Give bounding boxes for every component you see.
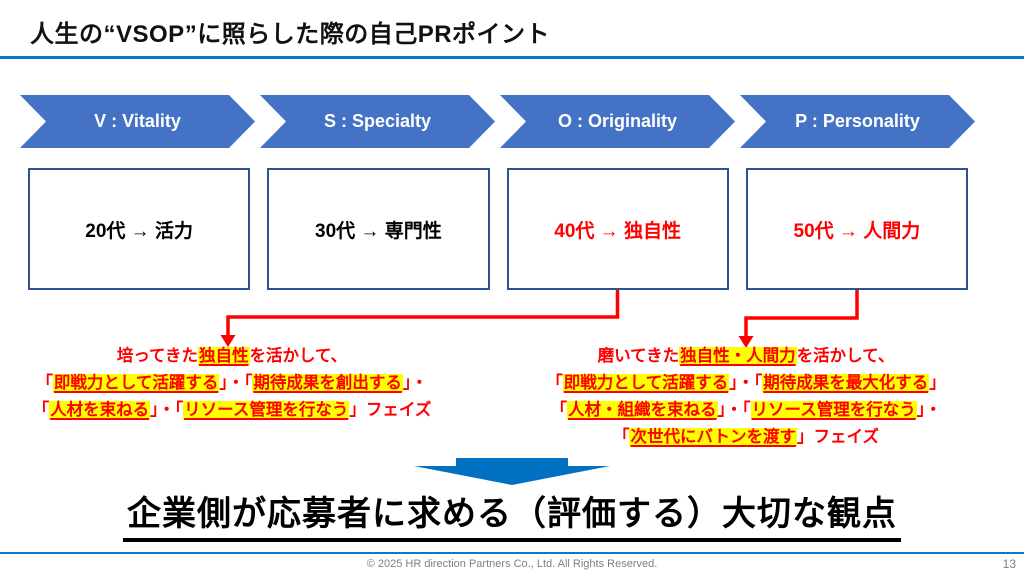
- footer-rule: [0, 552, 1024, 554]
- decade-box-row: 20代 → 活力 30代 → 専門性 40代 → 独自性 50代 → 人間力: [28, 168, 968, 290]
- chevron-personality-label: P : Personality: [795, 111, 920, 131]
- decade-box-40s: 40代 → 独自性: [506, 168, 729, 290]
- decade-box-50s-text: 50代 → 人間力: [793, 220, 921, 242]
- connector-arrow-left: [220, 290, 620, 347]
- decade-box-20s-text: 20代 → 活力: [85, 220, 193, 242]
- chevron-vitality: V : Vitality: [20, 95, 255, 148]
- decade-box-30s-text: 30代 → 専門性: [315, 220, 442, 242]
- chevron-originality-label: O : Originality: [557, 111, 677, 131]
- conclusion-title: 企業側が応募者に求める（評価する）大切な観点: [123, 486, 901, 542]
- callout-left: 培ってきた独自性を活かして、「即戦力として活躍する」・「期待成果を創出する」・「…: [32, 347, 432, 419]
- chevron-personality: P : Personality: [740, 95, 975, 148]
- decade-box-30s: 30代 → 専門性: [267, 168, 490, 290]
- page-title: 人生の“VSOP”に照らした際の自己PRポイント: [30, 21, 551, 48]
- down-arrow-icon: [414, 458, 610, 485]
- chevron-specialty: S : Specialty: [260, 95, 495, 148]
- title-underline-rule: [0, 56, 1024, 59]
- page-number: 13: [1002, 557, 1016, 571]
- callout-right: 磨いてきた独自性・人間力を活かして、「即戦力として活躍する」・「期待成果を最大化…: [546, 347, 946, 446]
- chevron-originality: O : Originality: [500, 95, 735, 148]
- footer-copyright: © 2025 HR direction Partners Co., Ltd. A…: [366, 558, 658, 570]
- chevron-specialty-label: S : Specialty: [323, 111, 432, 131]
- vsop-chevron-row: V : Vitality S : Specialty O : Originali…: [20, 95, 975, 148]
- decade-box-20s: 20代 → 活力: [28, 168, 251, 290]
- conclusion-banner: 企業側が応募者に求める（評価する）大切な観点: [0, 486, 1024, 542]
- connector-arrow-right: [738, 290, 859, 348]
- chevron-vitality-label: V : Vitality: [94, 111, 181, 131]
- decade-box-40s-text: 40代 → 独自性: [554, 220, 681, 242]
- decade-box-50s: 50代 → 人間力: [745, 168, 968, 290]
